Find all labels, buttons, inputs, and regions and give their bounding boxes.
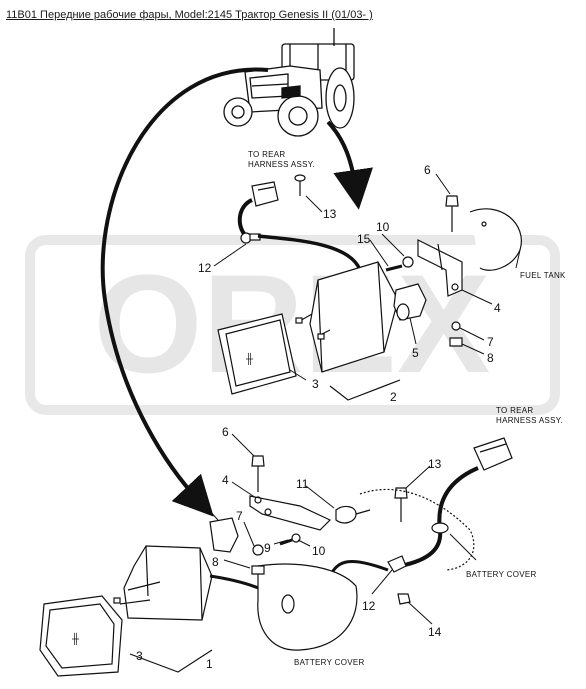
battery-cover-bottom-label: BATTERY COVER — [294, 658, 365, 667]
caption-labels: TO REAR HARNESS ASSY. TO REAR HARNESS AS… — [248, 150, 566, 667]
callout-labels-upper: 6 13 10 15 12 4 5 7 8 3 2 — [198, 163, 501, 404]
callout-7-upper: 7 — [487, 335, 494, 349]
callout-1-lower: 1 — [206, 657, 213, 671]
page-title: 11B01 Передние рабочие фары, Model:2145 … — [6, 9, 373, 21]
callout-10-lower: 10 — [312, 544, 326, 558]
arrow-to-lower-assembly — [100, 67, 269, 517]
upper-lamp-assembly: ╫ — [217, 174, 522, 401]
rear-harness-top-line1: TO REAR — [248, 150, 286, 159]
callout-8-lower: 8 — [212, 555, 219, 569]
callout-6-lower: 6 — [222, 425, 229, 439]
callout-13-lower: 13 — [428, 457, 442, 471]
callout-11-lower: 11 — [296, 477, 309, 491]
callout-13-upper: 13 — [323, 207, 337, 221]
callout-7-lower: 7 — [236, 509, 243, 523]
callout-labels-lower: 6 4 11 5 7 9 10 8 13 12 14 3 1 — [136, 425, 442, 671]
svg-text:╫: ╫ — [71, 632, 80, 646]
tractor-illustration — [223, 28, 355, 137]
callout-5-lower: 5 — [190, 483, 197, 497]
callout-15-upper: 15 — [357, 232, 371, 246]
rear-harness-top-line2: HARNESS ASSY. — [248, 160, 315, 169]
callout-4-lower: 4 — [222, 473, 229, 487]
battery-cover-right-label: BATTERY COVER — [466, 570, 537, 579]
arrow-to-upper-assembly — [326, 120, 373, 210]
watermark-text: OREX — [94, 245, 491, 402]
callout-9-lower: 9 — [264, 541, 271, 555]
callout-3-lower: 3 — [136, 649, 143, 663]
callout-8-upper: 8 — [487, 351, 494, 365]
lower-lamp-assembly: ╫ — [39, 437, 513, 677]
callout-2-upper: 2 — [390, 390, 397, 404]
callout-3-upper: 3 — [312, 377, 319, 391]
callout-14-lower: 14 — [428, 625, 442, 639]
svg-text:╫: ╫ — [245, 352, 254, 366]
callout-6-upper: 6 — [424, 163, 431, 177]
fuel-tank-label: FUEL TANK — [520, 271, 566, 280]
callout-4-upper: 4 — [494, 301, 501, 315]
leader-lines — [195, 173, 521, 625]
watermark-logo: OREX — [25, 235, 560, 415]
callout-12-lower: 12 — [362, 599, 376, 613]
callout-10-upper: 10 — [376, 220, 390, 234]
rear-harness-bottom-line2: HARNESS ASSY. — [496, 416, 563, 425]
callout-12-upper: 12 — [198, 261, 212, 275]
callout-5-upper: 5 — [412, 346, 419, 360]
rear-harness-bottom-line1: TO REAR — [496, 406, 534, 415]
